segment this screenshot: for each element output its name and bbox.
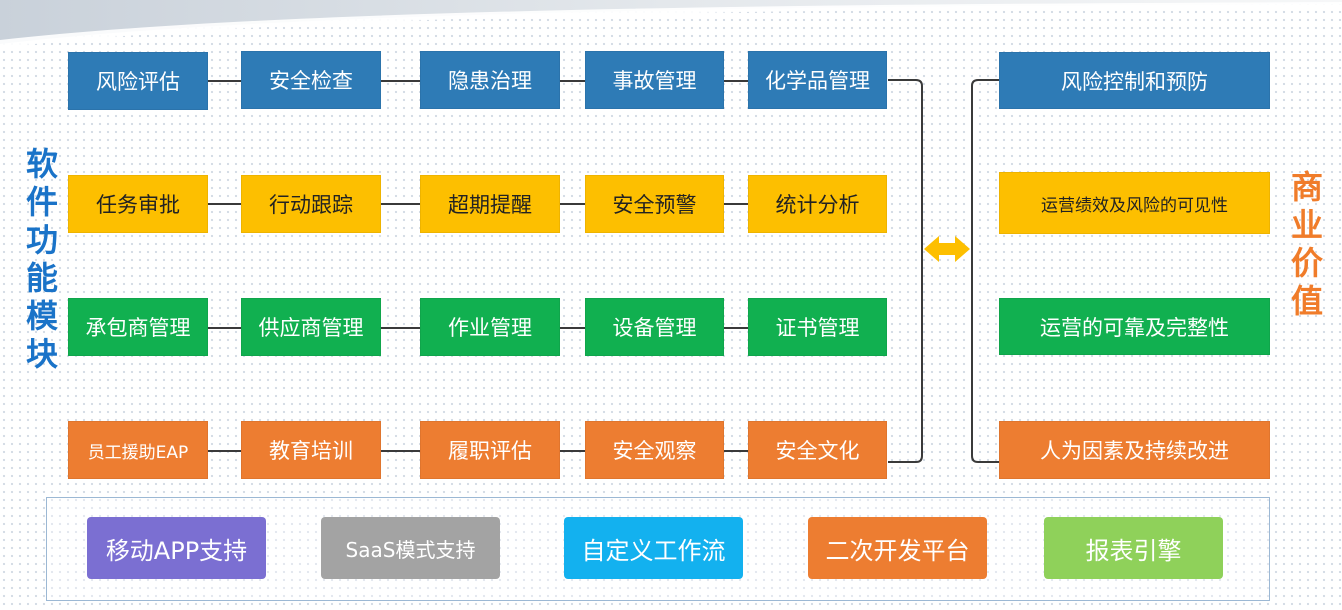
row4-connector-4 — [723, 450, 748, 452]
row1-connector-1 — [207, 80, 241, 82]
business-value-title: 商业价值 — [1290, 168, 1323, 320]
row1-connector-4 — [723, 80, 748, 82]
module-action-tracking: 行动跟踪 — [241, 175, 381, 233]
platform-saas-mode-support: SaaS模式支持 — [321, 517, 500, 579]
module-equipment-management: 设备管理 — [585, 298, 724, 356]
module-hazard-treatment: 隐患治理 — [420, 51, 560, 109]
row3-connector-2 — [380, 327, 420, 329]
module-risk-assessment: 风险评估 — [68, 52, 208, 110]
module-education-training: 教育培训 — [241, 421, 381, 479]
value-risk-control-prevention: 风险控制和预防 — [999, 52, 1270, 109]
module-safety-culture: 安全文化 — [748, 421, 887, 479]
double-arrow-icon — [924, 236, 970, 262]
module-safety-observation: 安全观察 — [585, 421, 724, 479]
software-modules-title: 软件功能模块 — [25, 145, 58, 373]
module-statistical-analysis: 统计分析 — [748, 175, 887, 233]
row1-connector-3 — [559, 80, 585, 82]
platform-report-engine: 报表引擎 — [1044, 517, 1223, 579]
module-overdue-reminder: 超期提醒 — [420, 175, 560, 233]
row2-connector-1 — [207, 203, 241, 205]
module-work-management: 作业管理 — [420, 298, 560, 356]
module-task-approval: 任务审批 — [68, 175, 208, 233]
module-certificate-management: 证书管理 — [748, 298, 887, 356]
row4-connector-2 — [380, 450, 420, 452]
module-duty-evaluation: 履职评估 — [420, 421, 560, 479]
platform-mobile-app-support: 移动APP支持 — [87, 517, 266, 579]
module-safety-inspection: 安全检查 — [241, 51, 381, 109]
module-supplier-management: 供应商管理 — [241, 298, 381, 356]
value-operational-performance-visibility: 运营绩效及风险的可见性 — [999, 172, 1270, 234]
row2-connector-3 — [559, 203, 585, 205]
row3-connector-4 — [723, 327, 748, 329]
module-safety-warning: 安全预警 — [585, 175, 724, 233]
row4-connector-1 — [207, 450, 241, 452]
module-employee-assistance-eap: 员工援助EAP — [68, 421, 208, 479]
row2-connector-2 — [380, 203, 420, 205]
module-chemical-management: 化学品管理 — [748, 51, 887, 109]
platform-custom-workflow: 自定义工作流 — [564, 517, 743, 579]
row3-connector-3 — [559, 327, 585, 329]
row1-connector-2 — [380, 80, 420, 82]
row2-connector-4 — [723, 203, 748, 205]
row3-connector-1 — [207, 327, 241, 329]
module-contractor-management: 承包商管理 — [68, 298, 208, 356]
value-human-factors-improvement: 人为因素及持续改进 — [999, 421, 1270, 479]
module-accident-management: 事故管理 — [585, 51, 724, 109]
platform-secondary-development: 二次开发平台 — [808, 517, 987, 579]
value-operational-reliability-integrity: 运营的可靠及完整性 — [999, 298, 1270, 355]
row4-connector-3 — [559, 450, 585, 452]
